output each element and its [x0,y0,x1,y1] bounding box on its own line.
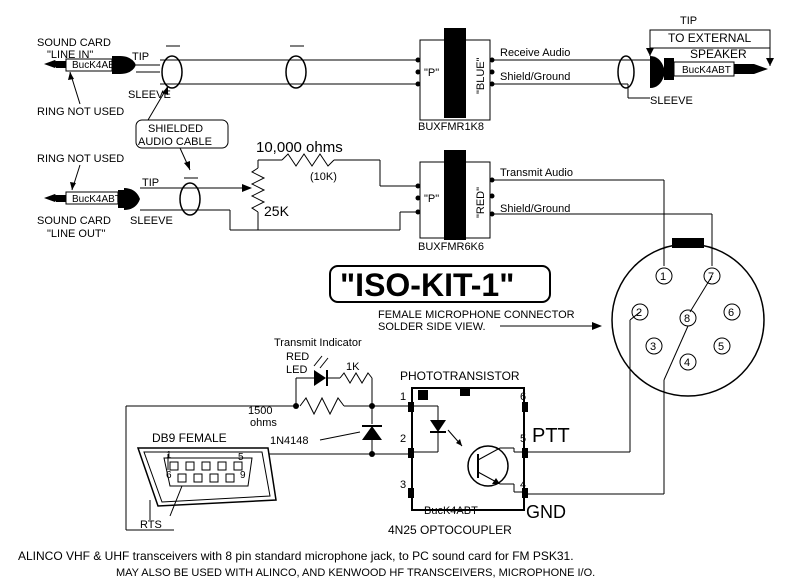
title-box [329,265,551,303]
resistor-alt: (10K) [310,171,337,183]
db9-label: DB9 FEMALE [152,431,227,445]
transformer-blue [415,28,495,121]
red-led [296,355,340,386]
sound-card-line-out-2: "LINE OUT" [47,228,106,240]
pot-value: 25K [264,203,290,219]
db9-pin-5: 5 [238,452,244,463]
mic-pin-3: 3 [650,341,656,353]
gnd-label: GND [526,502,566,522]
potentiometer [250,159,282,230]
ptt-label: PTT [532,425,570,447]
p-label-bottom: "P" [424,193,439,205]
db9-pin-9: 9 [240,470,246,481]
opto-pin-5: 5 [520,433,526,445]
transformer-red [399,150,495,240]
sound-card-line-in-2: "LINE IN" [47,49,93,61]
optocoupler [408,387,528,511]
resistor-value: 10,000 ohms [256,139,343,156]
opto-pin-4: 4 [520,479,526,491]
p-label-top: "P" [424,67,439,79]
resistor-1500 [126,396,408,416]
line-in-plug [44,56,160,74]
tip-top-label: TIP [132,51,149,63]
sound-card-line-out-1: SOUND CARD [37,215,111,227]
mic-connector [611,238,765,397]
resistor-10k [281,153,418,187]
db9-connector [125,406,277,531]
shielded-label-1: SHIELDED [148,123,203,135]
sleeve-top-label: SLEEVE [128,89,171,101]
db9-pin-1: 1 [166,450,172,461]
transmit-audio-label: Transmit Audio [500,167,573,179]
to-external-label: TO EXTERNAL [668,31,751,45]
red-led-1: RED [286,351,309,363]
phototransistor-label: PHOTOTRANSISTOR [400,369,520,383]
line-out-plug [44,188,140,210]
top-shielded-cable [136,45,420,89]
xfmr1-label: BUXFMR1K8 [418,121,484,133]
plug-brand-right: BucK4ABT [682,65,731,76]
diode-label: 1N4148 [270,435,309,447]
sleeve-right-label: SLEEVE [650,95,693,107]
speaker-plug [617,55,768,99]
plug-brand-top: BucK4ABT [72,60,121,71]
footer-line-1: ALINCO VHF & UHF transceivers with 8 pin… [18,549,574,563]
transmit-indicator-label: Transmit Indicator [274,337,362,349]
solder-side-label: SOLDER SIDE VIEW. [378,321,486,333]
plug-brand-bottom: BucK4ABT [72,194,121,205]
opto-pin-3: 3 [400,479,406,491]
ring-not-used-top: RING NOT USED [37,106,124,118]
blue-label: "BLUE" [475,57,487,94]
opto-pin-2: 2 [400,433,406,445]
speaker-label: SPEAKER [690,47,747,61]
opto-brand: BucK4ABT [424,505,478,517]
r1500-label-1: 1500 [248,405,272,417]
mic-pin-8: 8 [684,313,690,325]
r1500-label-2: ohms [250,417,277,429]
mic-pin-4: 4 [684,357,690,369]
opto-name: 4N25 OPTOCOUPLER [388,523,512,537]
mic-pin-7: 7 [708,271,714,283]
rts-label: RTS [140,519,162,531]
mic-pin-6: 6 [728,307,734,319]
tip-bottom-label: TIP [142,177,159,189]
r1k-label: 1K [346,361,360,373]
title: "ISO-KIT-1" [340,267,514,303]
ring-not-used-bottom: RING NOT USED [37,153,124,165]
mic-pin-5: 5 [718,341,724,353]
diode-1n4148 [319,406,382,457]
shielded-cable-box [135,119,229,149]
sound-card-line-in-1: SOUND CARD [37,37,111,49]
receive-audio-label: Receive Audio [500,47,570,59]
shield-ground-top: Shield/Ground [500,71,570,83]
tip-right-label: TIP [680,15,697,27]
db9-pin-6: 6 [166,470,172,481]
mic-pin-1: 1 [660,271,666,283]
resistor-1k [339,372,373,406]
red-label: "RED" [475,187,487,218]
footer-line-2: MAY ALSO BE USED WITH ALINCO, AND KENWOO… [116,567,595,579]
opto-pin-6: 6 [520,391,526,403]
opto-pin-1: 1 [400,391,406,403]
female-mic-label: FEMALE MICROPHONE CONNECTOR [378,309,575,321]
shielded-label-2: AUDIO CABLE [138,136,212,148]
shield-ground-bottom: Shield/Ground [500,203,570,215]
sleeve-bottom-label: SLEEVE [130,215,173,227]
xfmr2-label: BUXFMR6K6 [418,241,484,253]
red-led-2: LED [286,364,307,376]
